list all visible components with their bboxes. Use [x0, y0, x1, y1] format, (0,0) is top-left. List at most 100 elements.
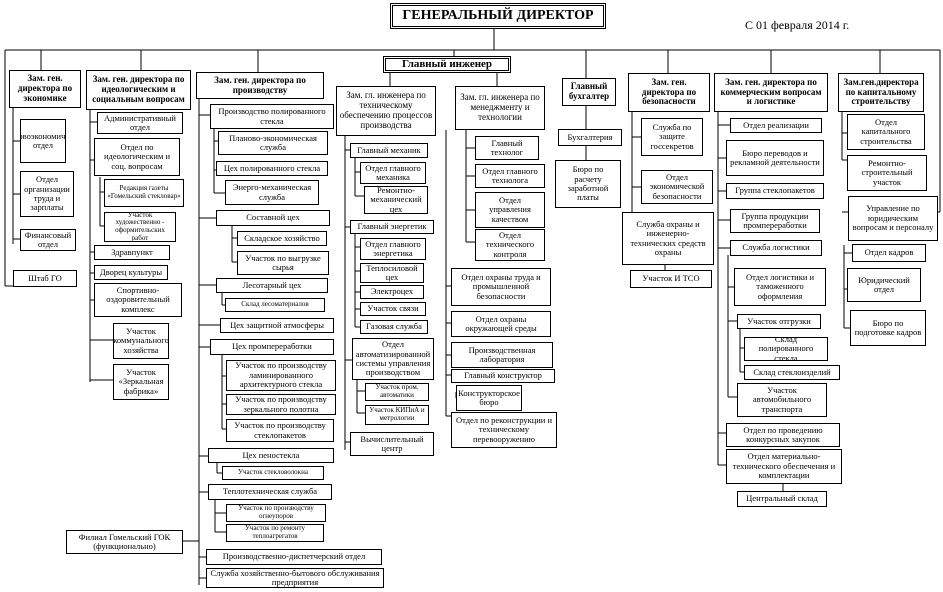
chief-power-engineer-dept: Отдел главного энергетика [360, 238, 426, 260]
chief-designer: Главный конструктор [451, 369, 555, 383]
sports-complex: Спортивно-оздоровительный комплекс [94, 283, 182, 317]
chief-accountant-label: Главный бухгалтер [568, 81, 610, 101]
deputy-production-box: Зам. ген. директора по производству [196, 72, 324, 99]
chief-mechanic-dept: Отдел главного механика [360, 162, 426, 184]
quality-management-dept: Отдел управления качеством [475, 192, 545, 228]
repair-construction-section: Ремонтно-строительный участок [847, 155, 927, 191]
glass-units-group: Группа стеклопакетов [726, 183, 824, 199]
deputy-management-box: Зам. гл. инженера по менеджменту и техно… [455, 86, 545, 130]
guard-service: Служба охраны и инженерно-технических ср… [622, 212, 714, 265]
glassware-warehouse: Склад стеклоизделий [744, 365, 840, 380]
polished-glass-shop: Цех полированного стекла [216, 161, 328, 176]
payroll-bureau: Бюро по расчету заработной платы [555, 160, 621, 208]
raw-unloading-section: Участок по выгрузке сырья [237, 251, 329, 275]
labor-wages-dept: Отдел организации труда и зарплаты [20, 171, 74, 217]
general-director-box: ГЕНЕРАЛЬНЫЙ ДИРЕКТОР [390, 3, 606, 29]
customs-logistics-dept: Отдел логистики и таможенного оформления [734, 268, 826, 306]
timber-warehouse: Склад лесоматериалов [225, 298, 325, 312]
deputy-tech-support-label: Зам. гл. инженера по техническому обеспе… [339, 90, 433, 130]
deputy-security-label: Зам. ген. директора по безопасности [641, 76, 697, 107]
glass-units-section: Участок по производству стеклопакетов [226, 419, 334, 442]
technical-control-dept: Отдел технического контроля [475, 229, 545, 261]
newspaper-office: Редакция газеты «Гомельский стекловар» [104, 179, 184, 207]
civil-defense-hq: Штаб ГО [13, 270, 77, 287]
chief-engineer-box: Главный инженер [383, 56, 511, 73]
legal-personnel-administration: Управление по юридическим вопросам и пер… [848, 196, 938, 241]
polished-glass-warehouse: Склад полированного стекла [744, 337, 828, 361]
repair-mechanical-shop: Ремонтно-механический цех [364, 186, 428, 214]
automation-section: Участок пром. автоматики [365, 383, 429, 401]
hr-dept: Отдел кадров [852, 244, 926, 262]
sales-dept: Отдел реализации [730, 118, 822, 133]
ideology-dept: Отдел по идеологическим и соц. вопросам [94, 138, 180, 176]
household-service: Служба хозяйственно-бытового обслуживани… [206, 568, 384, 588]
deputy-production-label: Зам. ген. директора по производству [214, 74, 306, 95]
effective-date: С 01 февраля 2014 г. [745, 18, 850, 32]
electrical-shop: Электроцех [360, 285, 424, 299]
planning-economics-dept: Плановоэкономический отдел [20, 119, 66, 163]
capital-construction-dept: Отдел капитального строительства [847, 114, 925, 150]
storage-facility: Складское хозяйство [237, 231, 327, 246]
legal-dept: Юридический отдел [847, 268, 921, 302]
deputy-tech-support-box: Зам. гл. инженера по техническому обеспе… [336, 86, 436, 136]
gas-service: Газовая служба [360, 320, 428, 334]
polished-glass-production: Производство полированного стекла [210, 104, 334, 129]
economic-security-dept: Отдел экономической безопасности [641, 170, 713, 204]
deputy-construction-box: Зам.ген.директора по капитальному строит… [838, 73, 924, 112]
laminated-glass-section: Участок по производству ламинированного … [226, 360, 336, 391]
energy-mechanical-service: Энерго-механическая служба [225, 180, 319, 205]
deputy-ideology-label: Зам. ген. директора по идеологическим и … [92, 74, 185, 104]
planning-economics-service: Планово-экономическая служба [218, 131, 328, 155]
finance-dept: Финансовый отдел [20, 229, 76, 251]
accounting-dept: Бухгалтерия [558, 129, 622, 146]
instrumentation-section: Участок КИПиА и метрологии [365, 405, 429, 425]
chief-accountant-box: Главный бухгалтер [562, 78, 616, 106]
translation-advertising-bureau: Бюро переводов и рекламной деятельности [726, 140, 824, 176]
automation-dept: Отдел автоматизированной системы управле… [352, 338, 434, 380]
chief-technologist-dept: Отдел главного технолога [475, 164, 545, 188]
reconstruction-dept: Отдел по реконструкции и техническому пе… [451, 412, 557, 448]
health-center: Здравпункт [94, 245, 170, 260]
deputy-economics-box: Зам. ген. директора по экономике [9, 70, 81, 108]
processing-products-group: Группа продукции промпереработки [730, 209, 820, 233]
protective-atmosphere-shop: Цех защитной атмосферы [220, 318, 334, 333]
motor-transport-section: Участок автомобильного транспорта [737, 383, 827, 417]
environment-dept: Отдел охраны окружающей среды [451, 311, 551, 337]
central-warehouse: Центральный склад [737, 491, 827, 507]
chief-power-engineer: Главный энергетик [350, 220, 434, 234]
mirror-sheet-section: Участок по производству зеркального поло… [226, 394, 336, 415]
processing-shop: Цех промпереработки [210, 339, 334, 355]
gomel-gok-branch: Филиал Гомельский ГОК (функционально) [66, 530, 183, 554]
thermal-repair-section: Участок по ремонту теплоагрегатов [226, 524, 324, 542]
chief-mechanic: Главный механик [350, 143, 428, 158]
thermal-engineering-service: Теплотехническая служба [208, 484, 332, 500]
deputy-ideology-box: Зам. ген. директора по идеологическим и … [86, 70, 191, 110]
chief-engineer-label: Главный инженер [401, 58, 493, 71]
refractory-section: Участок по производству огнеупоров [226, 504, 326, 522]
timber-shop: Лесотарный цех [216, 278, 328, 293]
palace-of-culture: Дворец культуры [94, 265, 168, 280]
deputy-economics-label: Зам. ген. директора по экономике [17, 73, 73, 103]
production-laboratory: Производственная лаборатория [451, 342, 553, 368]
tender-procurement-dept: Отдел по проведению конкурсных закупок [726, 423, 840, 447]
communications-section: Участок связи [360, 302, 426, 316]
state-secrets-service: Служба по защите госсекретов [641, 118, 703, 156]
glass-fiber-section: Участок стекловолокна [222, 466, 324, 480]
mirror-factory-section: Участок «Зеркальная фабрика» [113, 364, 169, 400]
chief-technologist: Главный технолог [475, 136, 539, 160]
deputy-security-box: Зам. ген. директора по безопасности [628, 73, 710, 112]
batch-shop: Составной цех [216, 210, 330, 226]
material-supply-dept: Отдел материально-технического обеспечен… [726, 449, 842, 484]
deputy-commercial-box: Зам. ген. директора по коммерческим вопр… [714, 73, 828, 112]
logistics-service: Служба логистики [730, 240, 822, 256]
foam-glass-shop: Цех пеностекла [208, 448, 334, 463]
security-equipment-section: Участок И ТСО [630, 270, 712, 288]
shipping-section: Участок отгрузки [737, 314, 821, 329]
admin-dept: Административный отдел [97, 112, 183, 134]
occupational-safety-dept: Отдел охраны труда и промышленной безопа… [451, 268, 551, 306]
dispatch-dept: Производственно-диспетчерский отдел [206, 549, 382, 565]
thermal-power-shop: Теплосиловой цех [360, 263, 424, 283]
computing-center: Вычислительный центр [350, 432, 434, 456]
design-bureau: Конструкторское бюро [456, 385, 522, 411]
